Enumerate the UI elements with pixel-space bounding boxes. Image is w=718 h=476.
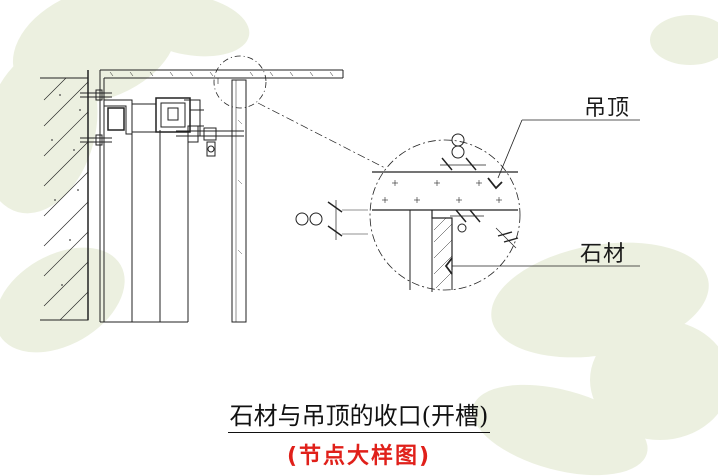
diagram-title: 石材与吊顶的收口(开槽) [227,402,491,433]
steel-brackets [103,97,204,137]
diagram-title-wrap: 石材与吊顶的收口(开槽) [0,396,718,433]
ceiling-board [99,69,344,79]
diagram-subtitle: (节点大样图) [286,444,432,469]
detail-callout-enlarged [295,133,521,292]
anchor-bolts [80,89,112,146]
stone-label: 石材 [580,242,627,267]
detail-callout-small [213,55,386,169]
concrete-wall [40,70,89,321]
connection-bolt [176,125,244,157]
stone-cladding-panels [99,70,247,323]
ceiling-label: 吊顶 [584,96,631,121]
label-leaders [452,119,640,267]
